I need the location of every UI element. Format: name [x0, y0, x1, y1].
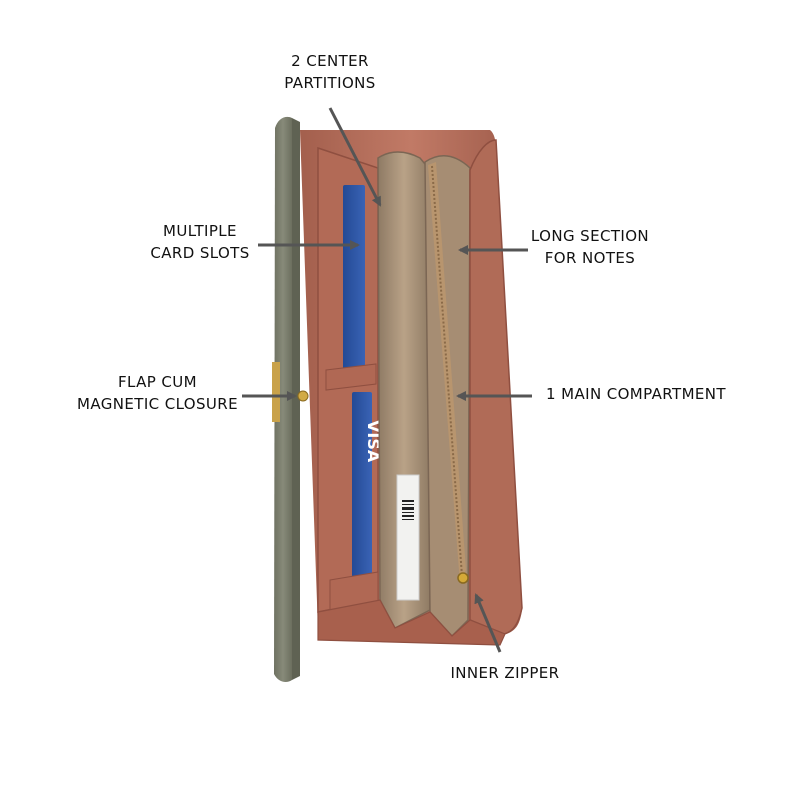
callout-card-slots: MULTIPLE CARD SLOTS — [140, 220, 260, 264]
callout-inner-zipper-line1: INNER ZIPPER — [450, 664, 560, 682]
credit-card-bottom — [352, 392, 372, 587]
callout-card-slots-line2: CARD SLOTS — [150, 244, 250, 262]
callout-center-partitions-line2: PARTITIONS — [284, 74, 376, 92]
card-slot-pocket-top — [325, 363, 377, 391]
wallet-outer-flap — [274, 116, 292, 683]
callout-card-slots-line1: MULTIPLE — [163, 222, 237, 240]
magnetic-snap — [297, 390, 309, 402]
zipper-teeth — [431, 165, 463, 577]
card-brand-text: VISA — [364, 420, 383, 463]
callout-flap-closure-line2: MAGNETIC CLOSURE — [77, 395, 238, 413]
barcode — [402, 500, 414, 520]
callout-center-partitions: 2 CENTER PARTITIONS — [270, 50, 390, 94]
callout-main-compartment: 1 MAIN COMPARTMENT — [536, 383, 736, 405]
zipper-tape — [428, 162, 466, 584]
main-compartment-front — [469, 139, 523, 635]
clasp-hardware — [272, 362, 280, 422]
zipper-pull — [457, 572, 469, 584]
callout-inner-zipper: INNER ZIPPER — [440, 662, 570, 684]
callout-long-section-line1: LONG SECTION — [530, 227, 650, 245]
callout-long-section: LONG SECTION FOR NOTES — [520, 225, 660, 269]
arrow-center-partitions — [328, 107, 382, 207]
callout-center-partitions-line1: 2 CENTER — [291, 52, 369, 70]
receipt-paper — [396, 474, 420, 601]
credit-card-top — [343, 185, 365, 380]
callout-flap-closure-line1: FLAP CUM — [118, 373, 197, 391]
callout-main-compartment-line1: 1 MAIN COMPARTMENT — [546, 385, 726, 403]
arrow-inner-zipper — [474, 593, 502, 653]
callout-flap-closure: FLAP CUM MAGNETIC CLOSURE — [70, 371, 245, 415]
callout-long-section-line2: FOR NOTES — [544, 249, 636, 267]
bottom-gusset — [317, 599, 506, 646]
